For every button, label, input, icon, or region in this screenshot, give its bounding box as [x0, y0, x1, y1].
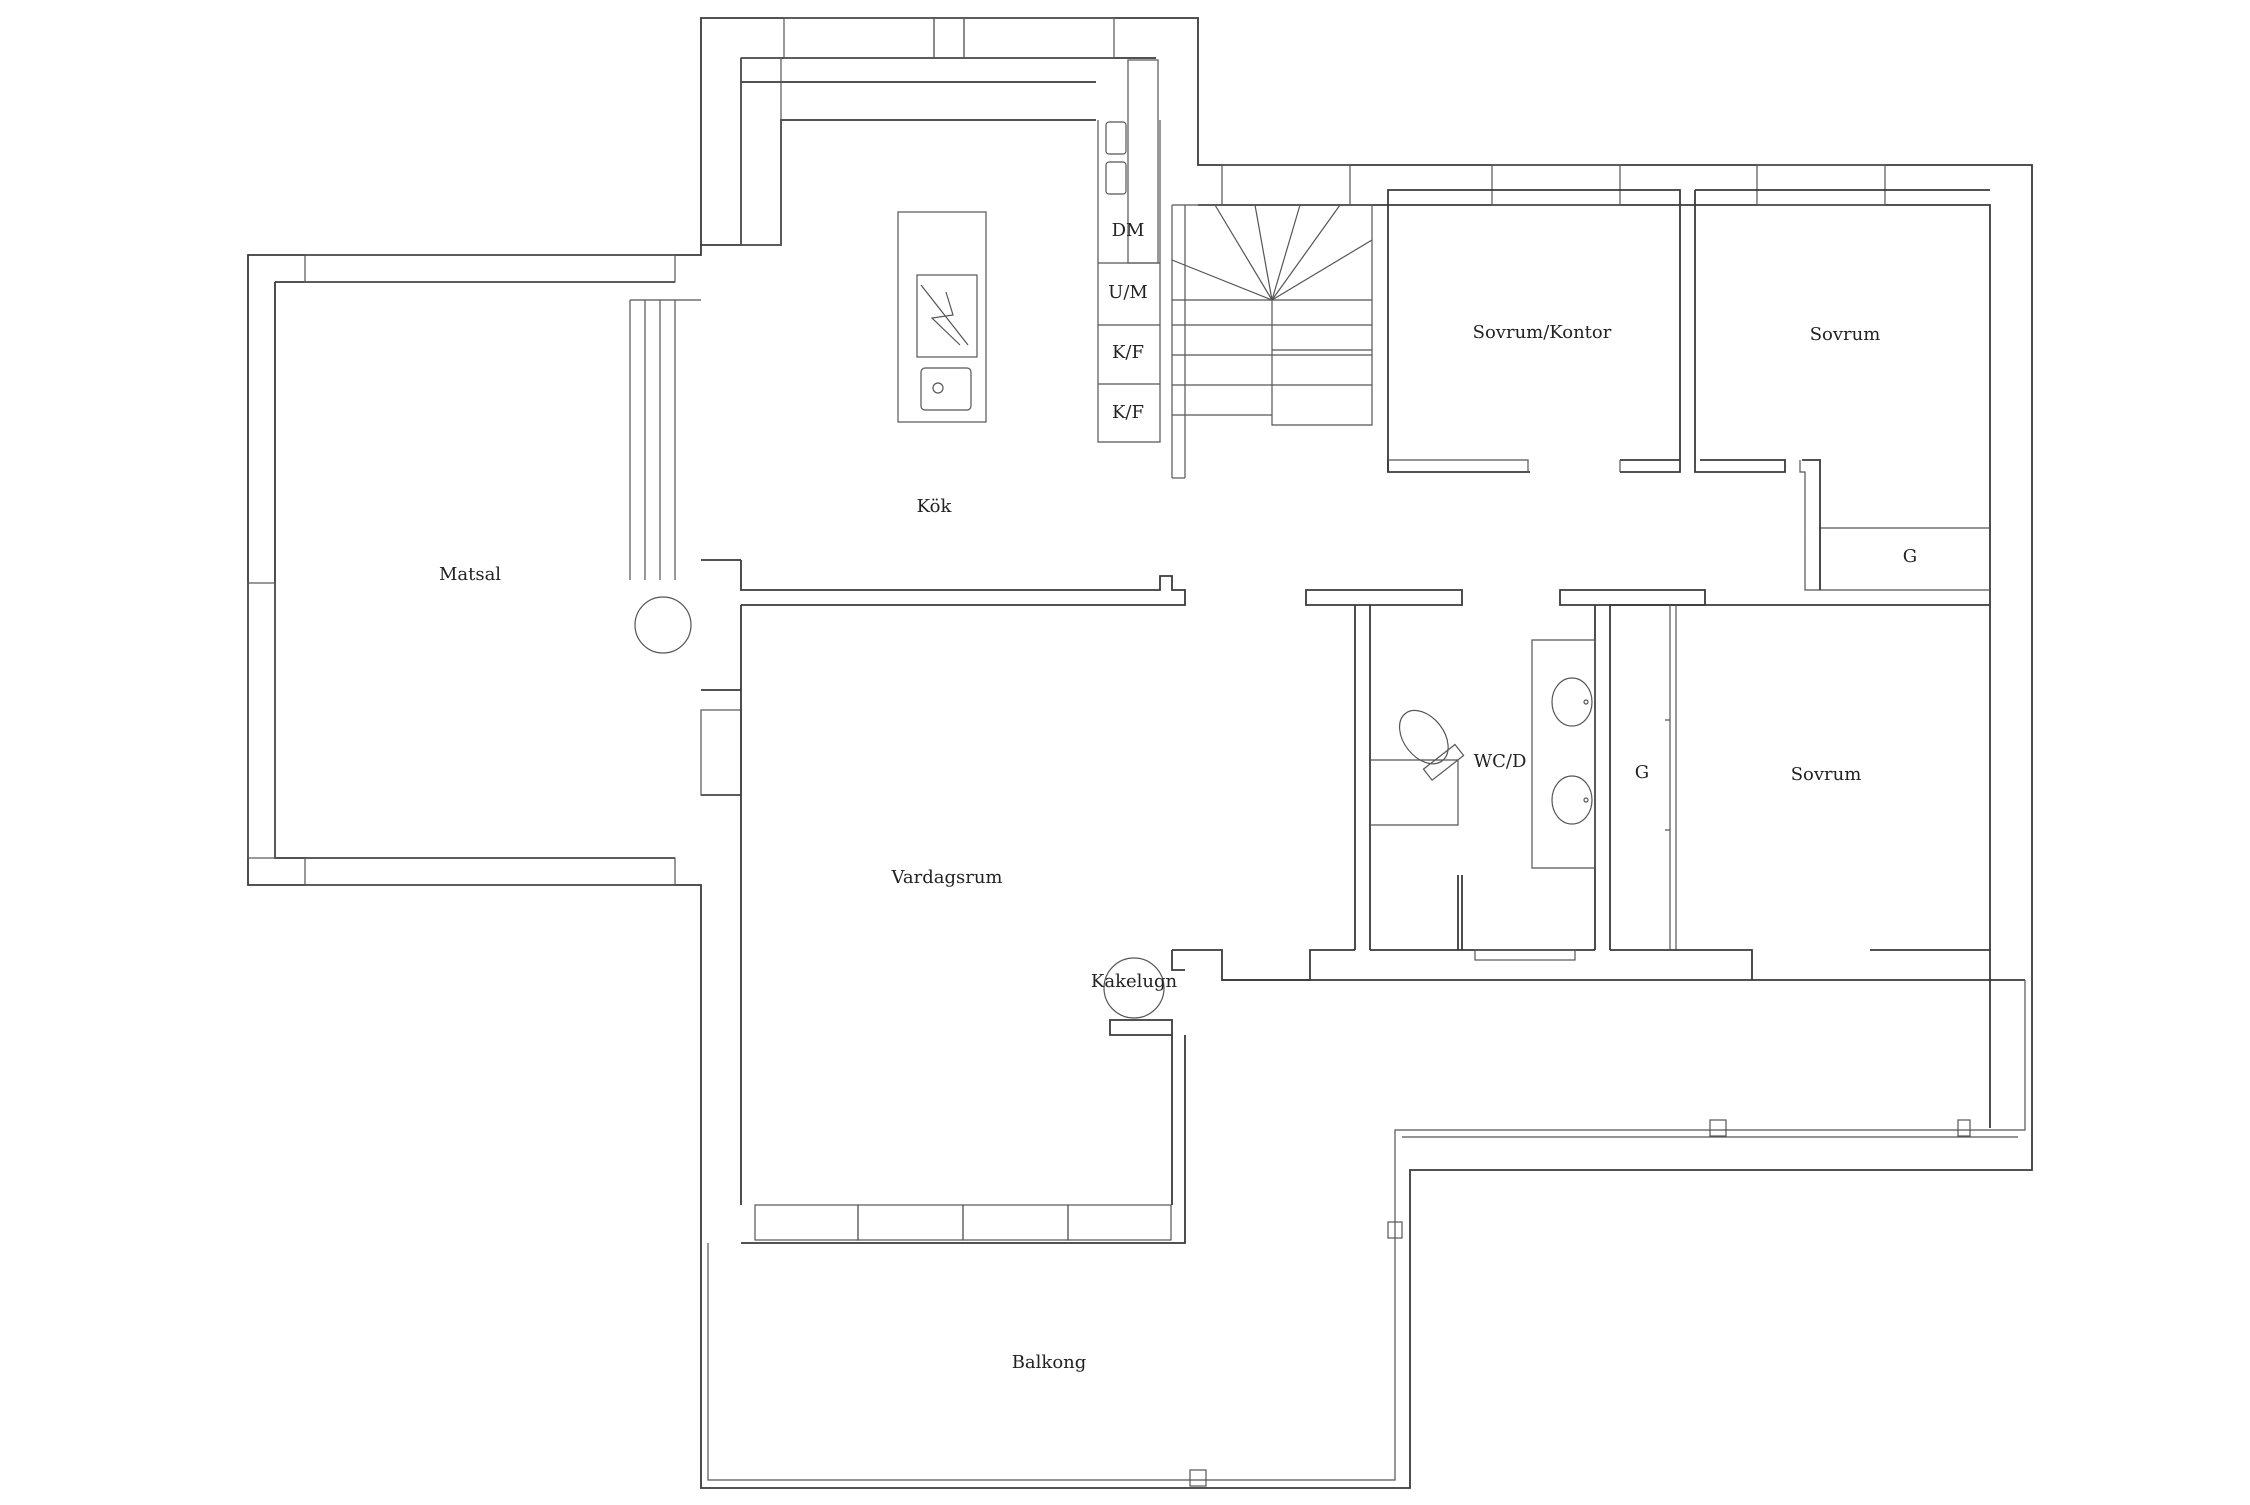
sink-basin-icon: [1105, 121, 1127, 155]
sink-basin-icon: [1105, 161, 1127, 195]
room-labels: Kök Matsal Vardagsrum Sovrum/Kontor Sovr…: [439, 322, 1917, 1373]
windows: [247, 17, 1886, 1241]
room-label-balkong: Balkong: [1012, 1352, 1087, 1373]
bathroom: [1305, 589, 1706, 961]
appliance-labels: DM U/M K/F K/F: [1108, 220, 1148, 423]
room-label-sovrum-2: Sovrum: [1791, 764, 1862, 785]
island-sink-icon: [920, 367, 972, 411]
bedroom-office: [1387, 189, 1681, 473]
kitchen: [740, 57, 1186, 606]
staircase: [1171, 204, 1373, 479]
appliance-label-kf-1: K/F: [1112, 342, 1144, 363]
bedroom-top-right: [1694, 189, 1990, 591]
washbasin-icon: [1551, 677, 1593, 727]
room-label-vardagsrum: Vardagsrum: [891, 867, 1003, 888]
room-label-sovrum-kontor: Sovrum/Kontor: [1473, 322, 1612, 343]
washbasin-icon: [1551, 775, 1593, 825]
bedroom-right: [1610, 604, 1990, 980]
vanity-counter: [1531, 639, 1596, 869]
kitchen-island: [897, 211, 987, 423]
tiled-stove-icon: [1103, 957, 1165, 1019]
room-label-g-closet-2: G: [1635, 762, 1649, 783]
room-label-matsal: Matsal: [439, 564, 501, 585]
room-label-kok: Kök: [917, 496, 953, 517]
dining-room: [629, 299, 742, 796]
room-label-g-closet-1: G: [1903, 546, 1917, 567]
room-label-sovrum-1: Sovrum: [1810, 324, 1881, 345]
toilet-icon: [1398, 709, 1465, 782]
room-label-kakelugn: Kakelugn: [1091, 971, 1178, 992]
appliance-label-dm: DM: [1112, 220, 1145, 241]
appliance-label-kf-2: K/F: [1112, 402, 1144, 423]
room-label-wc-d: WC/D: [1474, 751, 1527, 772]
balcony: [707, 980, 2026, 1487]
living-room: [740, 605, 2025, 1244]
cooktop-icon: [916, 274, 978, 358]
appliance-label-um: U/M: [1108, 282, 1148, 303]
round-table-icon: [634, 596, 692, 654]
